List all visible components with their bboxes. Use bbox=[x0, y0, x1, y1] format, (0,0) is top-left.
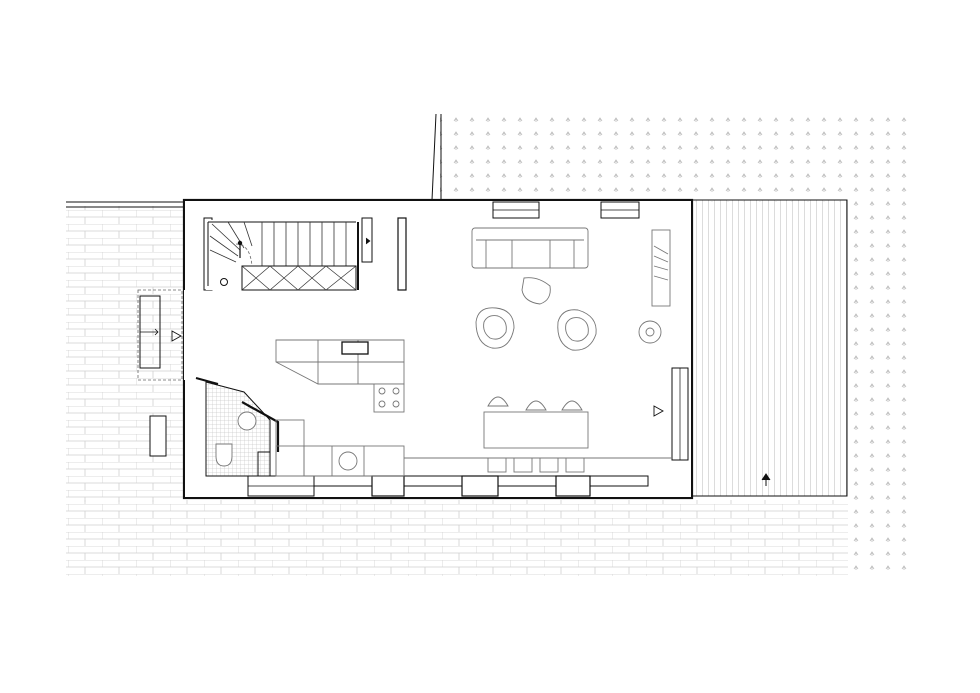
bookshelf bbox=[651, 229, 671, 307]
staircase bbox=[206, 217, 407, 291]
up-arrow-icon bbox=[761, 473, 771, 486]
washbasin-icon bbox=[237, 411, 257, 431]
bathroom bbox=[195, 377, 280, 477]
sofa bbox=[471, 227, 589, 269]
wooden-deck bbox=[691, 199, 848, 497]
kitchen-counter bbox=[275, 419, 405, 477]
lounge-furniture bbox=[475, 277, 662, 351]
cooktop-icon bbox=[373, 383, 405, 413]
entry-triangle-icon bbox=[653, 405, 664, 417]
windows-top bbox=[492, 201, 640, 219]
entry-triangle-icon bbox=[171, 330, 182, 342]
entrance bbox=[137, 289, 206, 381]
windows-bottom bbox=[247, 475, 649, 497]
coffee-table bbox=[521, 277, 551, 305]
dining-table bbox=[483, 411, 589, 449]
grass-area bbox=[440, 112, 912, 578]
armchair-left bbox=[475, 307, 515, 349]
armchair-right bbox=[557, 309, 597, 351]
toilet-icon bbox=[215, 443, 233, 467]
sink-icon bbox=[341, 341, 369, 355]
dining-set bbox=[404, 396, 672, 473]
terrace-door bbox=[671, 367, 689, 461]
side-table bbox=[638, 320, 662, 344]
boundary-lines bbox=[66, 113, 442, 208]
washing-machine-icon bbox=[338, 451, 358, 471]
kitchen-island bbox=[275, 339, 405, 413]
